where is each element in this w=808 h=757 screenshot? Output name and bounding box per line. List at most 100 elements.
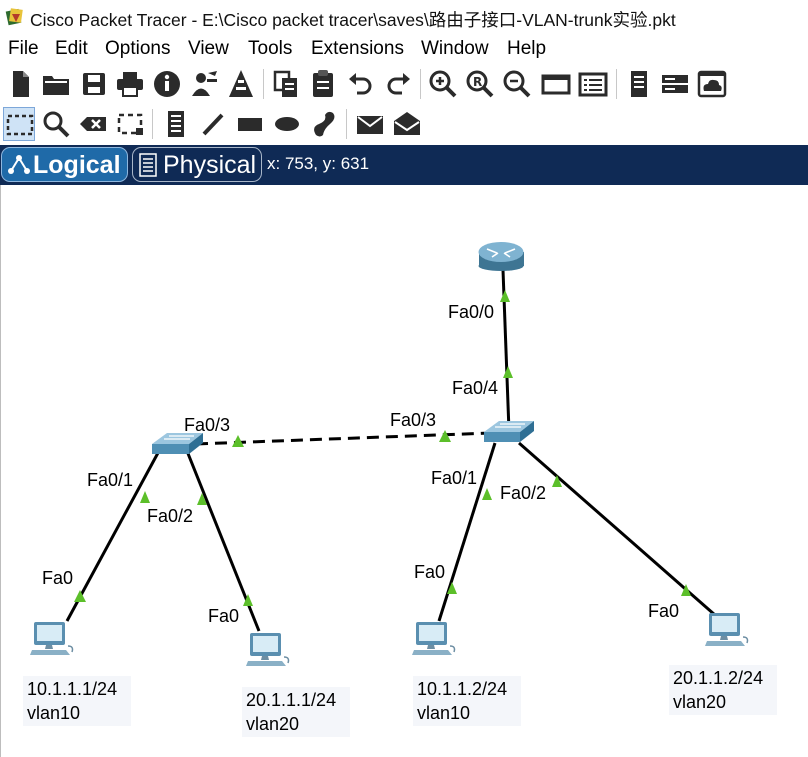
menu-options[interactable]: Options <box>105 38 171 59</box>
port-label: Fa0/4 <box>452 378 499 398</box>
svg-text:R: R <box>473 75 482 89</box>
port-label: Fa0/1 <box>431 468 478 488</box>
note-vlan: vlan20 <box>673 692 727 712</box>
link-up-indicator <box>197 493 207 505</box>
info-icon[interactable] <box>151 67 183 101</box>
link-up-indicator <box>503 366 513 378</box>
add-complex-pdu-icon[interactable] <box>391 107 423 141</box>
main-toolbar: R <box>0 64 808 105</box>
custom-device-dialog-icon[interactable] <box>577 67 609 101</box>
toolbar-separator <box>152 109 153 139</box>
note-pc1[interactable]: 10.1.1.1/24 vlan10 <box>23 676 131 726</box>
activity-grader-icon[interactable] <box>225 67 257 101</box>
switch-icon[interactable] <box>152 433 203 454</box>
place-note-icon[interactable] <box>160 107 192 141</box>
port-label: Fa0/1 <box>87 470 134 490</box>
link-switch-switch[interactable] <box>195 431 492 446</box>
cursor-coordinates: x: 753, y: 631 <box>267 154 370 173</box>
note-pc4[interactable]: 20.1.1.2/24 vlan20 <box>669 665 777 715</box>
router-icon[interactable] <box>478 242 525 271</box>
zoom-reset-icon[interactable]: R <box>464 67 496 101</box>
note-ip: 20.1.1.1/24 <box>246 690 337 710</box>
menu-view[interactable]: View <box>188 38 229 59</box>
save-icon[interactable] <box>78 67 110 101</box>
menu-edit[interactable]: Edit <box>55 38 88 59</box>
window-title: Cisco Packet Tracer - E:\Cisco packet tr… <box>30 10 676 30</box>
draw-rectangle-icon[interactable] <box>234 107 266 141</box>
resize-shape-icon[interactable] <box>114 107 146 141</box>
cloud-icon[interactable] <box>696 67 728 101</box>
device-view-icon[interactable] <box>659 67 691 101</box>
pc-icon[interactable] <box>412 622 456 655</box>
port-label: Fa0 <box>648 601 680 621</box>
freeform-icon[interactable] <box>308 107 340 141</box>
zoom-out-icon[interactable] <box>501 67 533 101</box>
link-switch-left-pc1[interactable] <box>65 450 161 622</box>
logical-topology-icon <box>8 155 30 174</box>
link-up-indicator <box>439 430 451 442</box>
link-up-indicator <box>552 475 562 487</box>
note-pc2[interactable]: 20.1.1.1/24 vlan20 <box>242 687 350 737</box>
link-up-indicator <box>500 290 510 302</box>
toolbar-separator <box>420 69 421 99</box>
port-label: Fa0 <box>414 562 446 582</box>
pc-icon[interactable] <box>705 613 749 646</box>
link-up-indicator <box>232 435 244 447</box>
toolbar-separator <box>346 109 347 139</box>
port-label: Fa0/3 <box>184 415 231 435</box>
copy-icon[interactable] <box>270 67 302 101</box>
menu-bar: File Edit Options View Tools Extensions … <box>0 36 808 64</box>
draw-ellipse-icon[interactable] <box>271 107 303 141</box>
workspace-tab-bar: Logical Physical x: 753, y: 631 <box>0 145 808 185</box>
add-simple-pdu-icon[interactable] <box>354 107 386 141</box>
physical-rack-icon <box>139 153 157 177</box>
undo-icon[interactable] <box>345 67 377 101</box>
note-vlan: vlan10 <box>27 703 81 723</box>
topology-canvas <box>30 242 749 666</box>
draw-line-icon[interactable] <box>197 107 229 141</box>
tools-toolbar <box>0 104 808 144</box>
port-label: Fa0/0 <box>448 302 495 322</box>
drawing-palette-icon[interactable] <box>540 67 572 101</box>
menu-extensions[interactable]: Extensions <box>311 38 404 59</box>
tab-physical-label: Physical <box>163 151 257 179</box>
port-label: Fa0 <box>42 568 74 588</box>
pc-icon[interactable] <box>30 622 74 655</box>
switch-icon[interactable] <box>484 421 534 442</box>
note-ip: 10.1.1.1/24 <box>27 679 118 699</box>
paste-icon[interactable] <box>307 67 339 101</box>
menu-help[interactable]: Help <box>507 38 547 59</box>
port-label: Fa0/3 <box>390 410 437 430</box>
note-ip: 20.1.1.2/24 <box>673 668 764 688</box>
port-label: Fa0/2 <box>147 506 194 526</box>
inspect-icon[interactable] <box>40 107 72 141</box>
activity-wizard-icon[interactable] <box>188 67 220 101</box>
link-switch-right-pc4[interactable] <box>518 441 716 617</box>
menu-window[interactable]: Window <box>421 38 489 59</box>
pc-icon[interactable] <box>246 633 290 666</box>
menu-tools[interactable]: Tools <box>248 38 293 59</box>
print-icon[interactable] <box>114 67 146 101</box>
note-vlan: vlan10 <box>417 703 471 723</box>
zoom-in-icon[interactable] <box>427 67 459 101</box>
redo-icon[interactable] <box>382 67 414 101</box>
select-icon[interactable] <box>3 107 35 141</box>
note-ip: 10.1.1.2/24 <box>417 679 508 699</box>
tab-logical-label: Logical <box>33 151 121 179</box>
toolbar-separator <box>616 69 617 99</box>
tab-logical[interactable]: Logical <box>1 147 128 182</box>
menu-file[interactable]: File <box>8 38 39 59</box>
packet-tracer-icon <box>5 8 23 26</box>
toolbar-separator <box>263 69 264 99</box>
new-file-icon[interactable] <box>4 67 36 101</box>
tab-physical[interactable]: Physical <box>132 147 262 182</box>
delete-icon[interactable] <box>77 107 109 141</box>
logical-workspace[interactable]: Fa0/0 Fa0/4 Fa0/3 Fa0/3 Fa0/1 Fa0/2 Fa0/… <box>0 185 808 757</box>
open-folder-icon[interactable] <box>40 67 72 101</box>
title-bar: Cisco Packet Tracer - E:\Cisco packet tr… <box>0 0 808 36</box>
clipboard-icon[interactable] <box>623 67 655 101</box>
note-pc3[interactable]: 10.1.1.2/24 vlan10 <box>413 676 521 726</box>
link-up-indicator <box>140 491 150 503</box>
link-up-indicator <box>447 582 457 594</box>
note-vlan: vlan20 <box>246 714 300 734</box>
